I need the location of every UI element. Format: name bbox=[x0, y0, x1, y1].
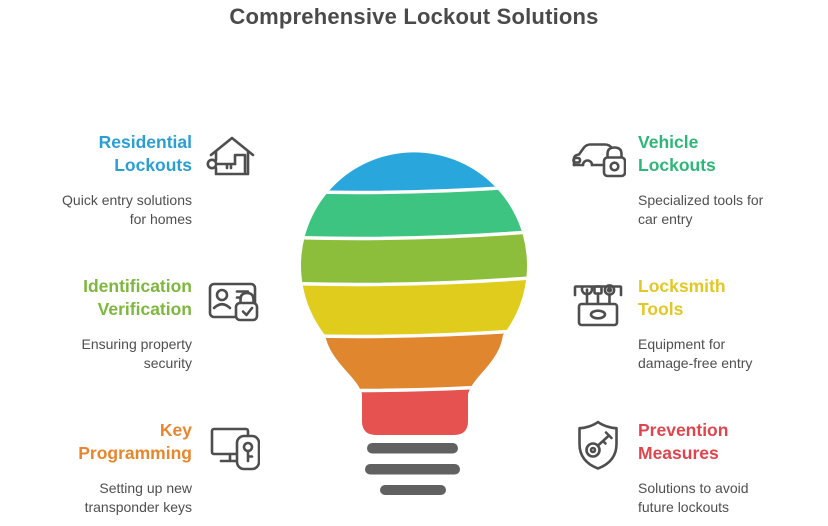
shield-key-icon bbox=[570, 417, 626, 473]
item-identification-verification: Identification Verification Ensuring pro… bbox=[18, 270, 260, 373]
item-title: Identification Verification bbox=[83, 276, 192, 319]
item-description: Solutions to avoid future lockouts bbox=[638, 480, 749, 515]
house-key-icon bbox=[204, 129, 260, 185]
bulb-base-bar bbox=[365, 464, 460, 475]
car-lock-icon bbox=[570, 129, 626, 185]
bulb-bands bbox=[301, 152, 528, 435]
bulb-band-green bbox=[301, 184, 528, 239]
bulb-band-red bbox=[301, 382, 528, 435]
bulb-band-blue bbox=[301, 152, 528, 193]
computer-key-icon bbox=[204, 417, 260, 473]
bulb-base-bars bbox=[365, 443, 460, 495]
item-residential-lockouts: Residential Lockouts Quick entry solutio… bbox=[18, 126, 260, 229]
item-text: Vehicle Lockouts Specialized tools for c… bbox=[638, 126, 812, 229]
item-text: Identification Verification Ensuring pro… bbox=[18, 270, 192, 373]
page-title: Comprehensive Lockout Solutions bbox=[229, 4, 599, 29]
item-title: Locksmith Tools bbox=[638, 276, 726, 319]
item-description: Setting up new transponder keys bbox=[84, 480, 192, 515]
item-description: Ensuring property security bbox=[81, 336, 192, 371]
bulb-base-bar bbox=[367, 443, 458, 454]
item-text: Prevention Measures Solutions to avoid f… bbox=[638, 414, 812, 517]
item-description: Equipment for damage-free entry bbox=[638, 336, 753, 371]
id-card-lock-icon bbox=[204, 273, 260, 329]
item-vehicle-lockouts: Vehicle Lockouts Specialized tools for c… bbox=[570, 126, 812, 229]
item-title: Key Programming bbox=[78, 420, 192, 463]
lightbulb-graphic bbox=[301, 152, 528, 495]
item-text: Locksmith Tools Equipment for damage-fre… bbox=[638, 270, 812, 373]
item-text: Key Programming Setting up new transpond… bbox=[18, 414, 192, 517]
item-key-programming: Key Programming Setting up new transpond… bbox=[18, 414, 260, 517]
toolbox-icon bbox=[570, 273, 626, 329]
item-text: Residential Lockouts Quick entry solutio… bbox=[18, 126, 192, 229]
bulb-base-bar bbox=[380, 485, 446, 495]
item-description: Quick entry solutions for homes bbox=[62, 192, 192, 227]
item-title: Vehicle Lockouts bbox=[638, 132, 716, 175]
item-title: Residential Lockouts bbox=[98, 132, 192, 175]
item-title: Prevention Measures bbox=[638, 420, 729, 463]
item-prevention-measures: Prevention Measures Solutions to avoid f… bbox=[570, 414, 812, 517]
item-description: Specialized tools for car entry bbox=[638, 192, 764, 227]
bulb-band-yellow bbox=[301, 276, 528, 337]
item-locksmith-tools: Locksmith Tools Equipment for damage-fre… bbox=[570, 270, 812, 373]
bulb-band-olive bbox=[301, 230, 528, 285]
